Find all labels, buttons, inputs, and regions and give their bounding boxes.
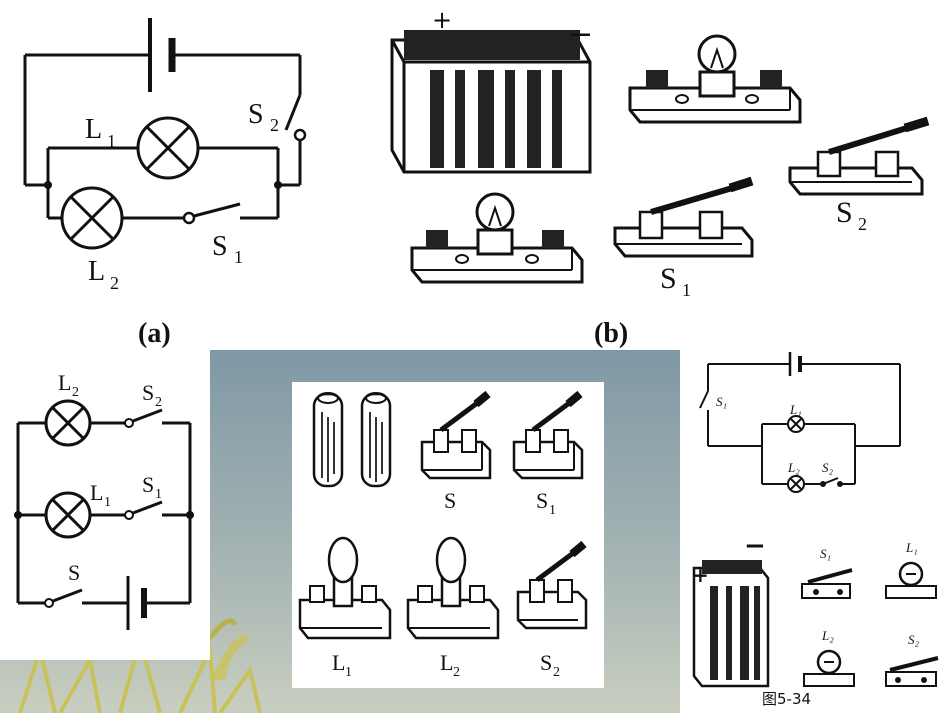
bottom-middle-parts: S S 1 L 1 L 2 (292, 382, 604, 688)
label-switch-s2: S (540, 650, 552, 675)
dry-cell-pair (312, 392, 392, 488)
label-lamp-l2: L (440, 650, 453, 675)
lamp-on-base-l2: L 2 (406, 536, 500, 680)
caption-b: (b) (594, 318, 628, 349)
label-s: S (68, 560, 80, 585)
label-l2: L₂ (787, 460, 800, 475)
label-l1-part: L₁ (905, 540, 918, 555)
label-s2: S₂ (822, 460, 834, 475)
label-switch-s: S (444, 488, 456, 513)
physical-parts-b: + − (390, 6, 930, 300)
switch-s2-part: S₂ (885, 632, 939, 687)
label-s1-part-sub: 1 (682, 280, 691, 300)
switch-s2-blade (284, 94, 302, 131)
switch-s1-part: S₁ (801, 546, 853, 599)
label-l1-sub: 1 (104, 495, 111, 510)
caption-a: (a) (138, 318, 171, 349)
bottom-right-figure: S₁ L₁ L₂ S₂ + − S₁ L₁ L₂ S₂ 图5-34 (680, 346, 950, 713)
label-l2: L (58, 370, 71, 395)
lamp-l1-part: L₁ (885, 540, 937, 599)
label-l2-sub: 2 (110, 273, 119, 293)
label-switch-s1: S (536, 488, 548, 513)
top-svg: L 1 L 2 S 1 S 2 + − (23, 6, 930, 349)
circuit-diagram-a: L 1 L 2 S 1 S 2 (23, 18, 307, 293)
figure-label: 图5-34 (762, 690, 811, 708)
switch-s1-blade (193, 202, 241, 218)
bottom-left-circuit: L 2 L 1 S 2 S 1 S (0, 348, 210, 660)
knife-switch-s: S (420, 390, 492, 513)
label-l1-sub: 1 (107, 131, 116, 151)
label-s1-part: S₁ (820, 546, 831, 561)
battery-minus-label: − (744, 531, 766, 561)
knife-switch-s2: S 2 (788, 116, 930, 234)
lamp-on-base-l1: L 1 (298, 536, 392, 680)
battery-pack: + − (692, 531, 770, 688)
label-s1: S₁ (716, 394, 727, 409)
label-s1: S (142, 472, 154, 497)
label-s2-part: S (836, 196, 853, 229)
lamp-on-base-upper (628, 34, 802, 124)
label-lamp-l1: L (332, 650, 345, 675)
label-s2-sub: 2 (270, 115, 279, 135)
label-s2: S (248, 99, 264, 130)
knife-switch-s2: S 2 (516, 540, 588, 680)
label-s2-part: S₂ (908, 632, 920, 647)
top-section: L 1 L 2 S 1 S 2 + − (0, 0, 950, 350)
label-l1: L (90, 480, 103, 505)
battery-minus-label: − (568, 17, 593, 52)
label-lamp-l2-sub: 2 (453, 665, 460, 680)
label-s2: S (142, 380, 154, 405)
battery-plus-label: + (692, 563, 709, 587)
lamp-l2-part: L₂ (803, 628, 855, 687)
label-l2: L (88, 256, 105, 287)
label-l1: L (85, 114, 102, 145)
label-s1: S (212, 231, 228, 262)
label-s1-part: S (660, 262, 677, 295)
label-lamp-l1-sub: 1 (345, 665, 352, 680)
label-l2-part: L₂ (821, 628, 834, 643)
label-l2-sub: 2 (72, 385, 79, 400)
label-s1-sub: 1 (155, 487, 162, 502)
knife-switch-s1: S 1 (512, 390, 584, 518)
label-switch-s1-sub: 1 (549, 503, 556, 518)
lamp-on-base-lower (410, 192, 584, 284)
label-switch-s2-sub: 2 (553, 665, 560, 680)
battery-plus-label: + (432, 6, 452, 34)
label-l1: L₁ (789, 402, 802, 417)
knife-switch-s1: S 1 (613, 176, 754, 300)
circuit-diagram-5-34: S₁ L₁ L₂ S₂ (699, 352, 901, 493)
battery-block: + − (390, 6, 593, 174)
label-s1-sub: 1 (234, 247, 243, 267)
label-s2-sub: 2 (155, 395, 162, 410)
label-s2-part-sub: 2 (858, 214, 867, 234)
